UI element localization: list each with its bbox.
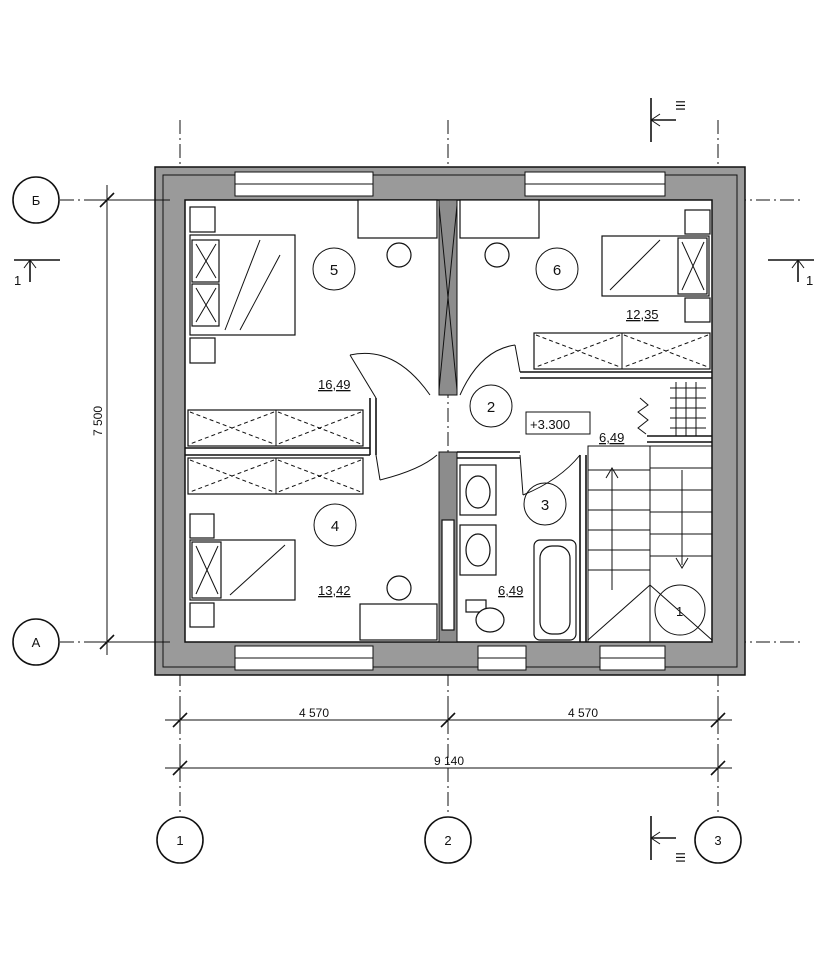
room-circle	[313, 503, 357, 547]
room-number: 4	[331, 518, 339, 535]
room-circle	[312, 247, 356, 291]
wardrobe	[187, 457, 364, 495]
door-swing	[519, 454, 581, 496]
dimension-span-left: 4 570	[299, 706, 329, 720]
room-area: 16,49	[318, 377, 351, 392]
axis-bubble-3: 3	[694, 816, 742, 864]
room-number: 5	[330, 262, 338, 279]
dimension-total-text: 9 140	[434, 754, 464, 768]
dimension-height: 7 500	[91, 406, 105, 436]
door-swing	[375, 454, 438, 481]
level-mark: +3.300	[525, 411, 591, 435]
room-area: 6,49	[498, 583, 523, 598]
axis-bubble-1: 1	[156, 816, 204, 864]
svg-text:1: 1	[14, 273, 21, 288]
room-area: 12,35	[626, 307, 659, 322]
svg-text:А: А	[32, 635, 41, 650]
section-mark-top: III	[650, 98, 688, 142]
section-mark-bottom: III	[650, 816, 688, 863]
svg-text:III: III	[673, 100, 688, 111]
desk	[459, 199, 540, 239]
clothes-rack	[637, 382, 706, 436]
chair	[484, 242, 510, 268]
dimension-span-right: 4 570	[568, 706, 598, 720]
bathroom-fixtures	[441, 464, 577, 641]
windows-bottom	[234, 645, 666, 671]
room-number: 2	[487, 399, 495, 416]
room-area: 6,49	[599, 430, 624, 445]
stair-number: 1	[676, 604, 683, 619]
room-area: 13,42	[318, 583, 351, 598]
dimension-vertical: 7 500	[91, 185, 170, 655]
bed	[601, 209, 711, 323]
chair	[386, 242, 412, 268]
bed	[189, 206, 296, 364]
dimension-total: 9 140	[165, 754, 732, 780]
chair	[386, 575, 412, 601]
wardrobe	[187, 409, 364, 447]
svg-text:2: 2	[444, 833, 451, 848]
staircase	[587, 445, 713, 643]
room-circle	[523, 482, 567, 526]
section-mark-left: 1	[14, 259, 60, 288]
room-labels: 5 16,49 6 12,35 2 6,49 3 6,49 4 13,42	[312, 247, 659, 598]
desk	[357, 199, 438, 239]
section-mark-right: 1	[768, 259, 814, 288]
wardrobe	[533, 332, 711, 370]
level-mark-text: +3.300	[530, 417, 570, 432]
svg-text:Б: Б	[32, 193, 41, 208]
axis-bubble-b: Б	[12, 176, 60, 224]
desk	[359, 603, 438, 641]
door-swing	[349, 352, 431, 399]
windows-top	[234, 171, 666, 197]
svg-text:1: 1	[176, 833, 183, 848]
svg-text:1: 1	[806, 273, 813, 288]
bed	[189, 513, 296, 628]
room-circle	[469, 384, 513, 428]
axis-bubble-2: 2	[424, 816, 472, 864]
doors	[349, 344, 581, 496]
door-swing	[459, 344, 521, 396]
room-number: 3	[541, 497, 549, 514]
axis-bubble-a: А	[12, 618, 60, 666]
svg-text:3: 3	[714, 833, 721, 848]
dimension-spans: 4 570 4 570	[165, 705, 732, 730]
room-circle	[535, 247, 579, 291]
room-number: 6	[553, 262, 561, 279]
svg-text:III: III	[673, 852, 688, 863]
